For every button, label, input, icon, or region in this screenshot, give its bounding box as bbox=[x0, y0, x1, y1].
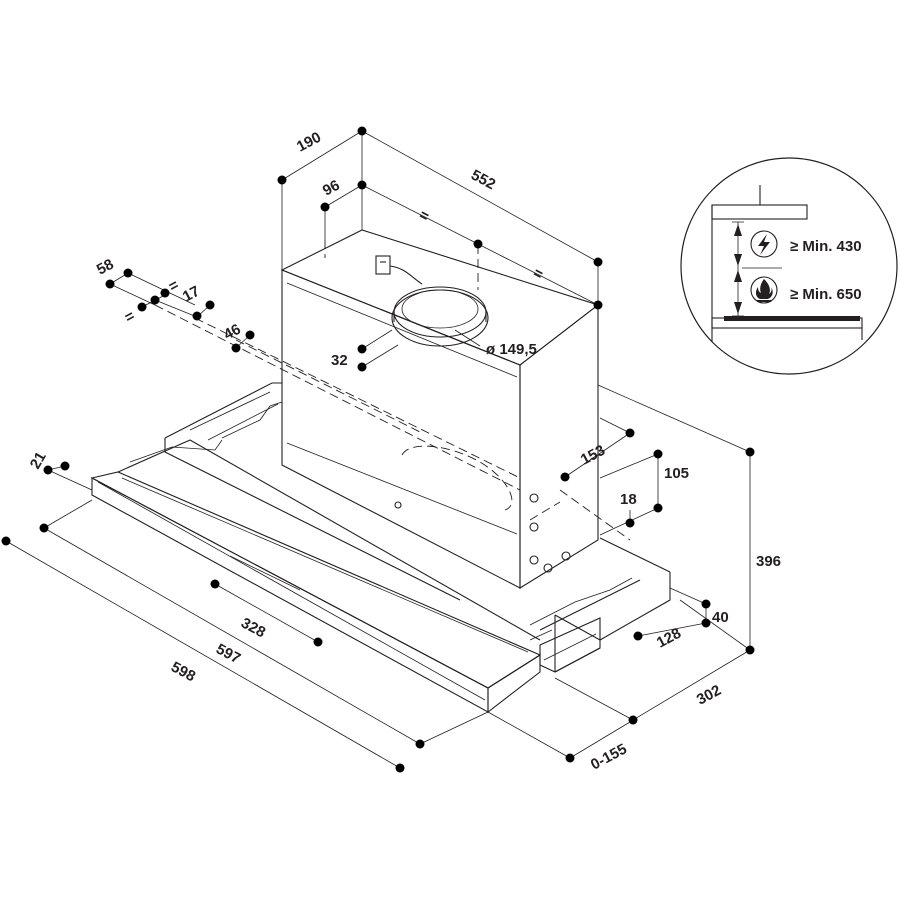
dim-32: 32 bbox=[331, 352, 348, 369]
hidden-lines bbox=[154, 240, 631, 541]
exhaust-outlet bbox=[391, 286, 489, 347]
dim-eq-1: = bbox=[416, 207, 432, 226]
dim-552: 552 bbox=[468, 167, 498, 194]
dim-128: 128 bbox=[654, 625, 684, 652]
dim-190: 190 bbox=[294, 129, 324, 156]
dim-302: 302 bbox=[694, 682, 724, 709]
mounting-holes bbox=[394, 493, 571, 573]
dim-96: 96 bbox=[320, 177, 343, 200]
dim-eq-3: = bbox=[122, 307, 138, 326]
dim-328: 328 bbox=[238, 615, 268, 642]
dim-18: 18 bbox=[620, 491, 637, 508]
dim-598: 598 bbox=[168, 659, 198, 686]
hood-base bbox=[90, 382, 671, 714]
dimension-lines bbox=[5, 130, 751, 769]
dim-eq-2: = bbox=[530, 265, 546, 284]
power-plug bbox=[375, 255, 423, 285]
min-650-label: ≥ Min. 650 bbox=[790, 286, 862, 303]
dim-diameter: ø 149,5 bbox=[486, 341, 537, 358]
dim-21: 21 bbox=[27, 449, 50, 472]
dim-105: 105 bbox=[664, 465, 689, 482]
dim-40: 40 bbox=[712, 609, 729, 626]
dim-0-155: 0-155 bbox=[588, 741, 630, 774]
dim-46: 46 bbox=[221, 321, 244, 344]
installation-height-inset: ≥ Min. 430 ≥ Min. 650 bbox=[680, 157, 898, 375]
dim-153: 153 bbox=[578, 442, 608, 469]
dim-396: 396 bbox=[756, 553, 781, 570]
flame-icon bbox=[750, 276, 778, 304]
dimension-labels: 190 552 96 = = 58 = = 17 46 32 ø 149,5 1… bbox=[27, 129, 781, 774]
min-430-label: ≥ Min. 430 bbox=[790, 238, 862, 255]
lightning-icon bbox=[750, 230, 778, 258]
dim-58: 58 bbox=[94, 256, 117, 279]
dim-17: 17 bbox=[180, 283, 203, 306]
dimension-dots bbox=[1, 126, 755, 773]
